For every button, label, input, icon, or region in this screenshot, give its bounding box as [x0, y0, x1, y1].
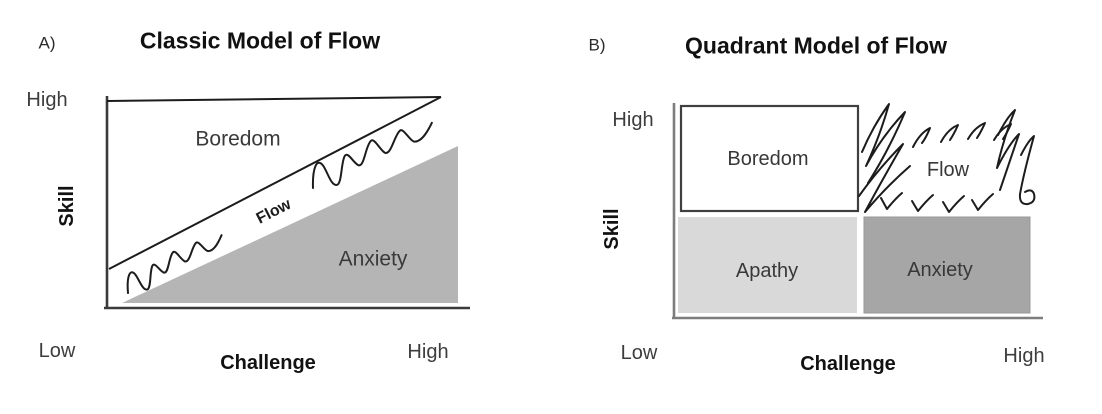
- scribble-check-3: [942, 195, 965, 213]
- boredom-quadrant-box: [679, 104, 860, 213]
- panel-b-boredom-label: Boredom: [727, 148, 809, 170]
- panel-a-letter: A): [38, 33, 56, 53]
- scribble-check-4: [971, 193, 994, 211]
- panel-a-x-high-label: High: [407, 341, 449, 363]
- panel-quadrant-model: B) Quadrant Model of Flow High Skill Bor…: [551, 0, 1102, 414]
- scribble-caret-1: [912, 127, 931, 148]
- panel-classic-model: A) Classic Model of Flow High Skill Bore…: [26, 27, 470, 374]
- panel-a-x-low-label: Low: [38, 340, 76, 362]
- panel-b-title: Quadrant Model of Flow: [685, 32, 947, 59]
- panel-a-y-axis-label: Skill: [56, 185, 78, 227]
- panel-b-letter: B): [588, 35, 606, 55]
- anxiety-quadrant-box: [863, 216, 1031, 314]
- scribble-zigzag-left-1: [861, 103, 906, 184]
- panel-b-y-high-label: High: [612, 109, 654, 131]
- panel-a-anxiety-label: Anxiety: [338, 247, 408, 271]
- flow-scribble-hatching: [858, 103, 1036, 213]
- panel-a-title: Classic Model of Flow: [139, 27, 381, 54]
- scribble-loop-right: [1018, 135, 1036, 206]
- apathy-quadrant-box: [678, 217, 857, 313]
- boredom-top-line: [106, 96, 442, 102]
- scribble-zigzag-left-2: [858, 143, 911, 213]
- scribble-check-2: [911, 194, 934, 212]
- classic-model-drawing: [104, 96, 470, 310]
- panel-b-flow-label: Flow: [926, 159, 970, 181]
- panel-b-y-axis-label: Skill: [601, 208, 623, 250]
- anxiety-region-triangle: [122, 146, 458, 303]
- panel-a-y-high-label: High: [26, 89, 68, 111]
- panel-a-x-axis-label: Challenge: [220, 352, 316, 374]
- flow-wave-squiggle-lower: [120, 235, 231, 295]
- scribble-caret-2: [940, 124, 959, 143]
- flow-channel-diagonal-line: [108, 96, 442, 270]
- scribble-caret-3: [967, 122, 986, 140]
- panel-a-boredom-label: Boredom: [195, 127, 281, 151]
- panel-b-apathy-label: Apathy: [735, 260, 799, 282]
- flow-wave-squiggle-upper: [305, 122, 441, 190]
- scribble-check-1: [880, 192, 903, 210]
- panel-b-x-low-label: Low: [620, 342, 658, 364]
- panel-b-x-axis-label: Challenge: [800, 353, 896, 375]
- quadrant-model-drawing: [672, 103, 1043, 320]
- panel-b-anxiety-label: Anxiety: [907, 259, 973, 281]
- scribble-zigzag-right: [996, 109, 1020, 191]
- panel-b-x-high-label: High: [1003, 345, 1045, 367]
